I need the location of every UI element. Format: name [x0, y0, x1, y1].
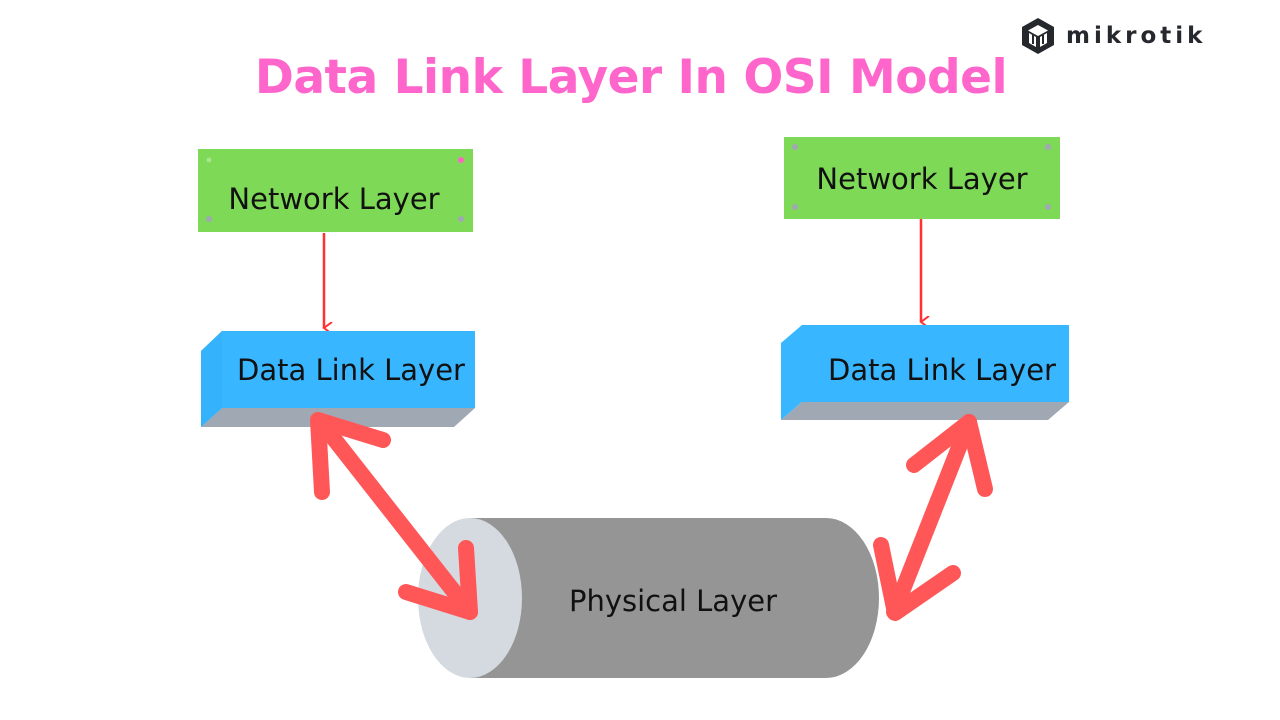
brand-logo: mikrotik: [1020, 16, 1206, 56]
physical-layer-cylinder: Physical Layer: [418, 518, 879, 678]
mikrotik-logo-icon: [1022, 18, 1054, 54]
left-data-link-layer-box: Data Link Layer: [201, 331, 475, 427]
physical-layer-label: Physical Layer: [569, 584, 777, 618]
right-data-link-layer-label: Data Link Layer: [828, 353, 1056, 387]
page-title: Data Link Layer In OSI Model: [254, 50, 1008, 105]
brand-name: mikrotik: [1066, 23, 1207, 49]
left-network-layer-box: Network Layer: [198, 149, 473, 232]
left-network-layer-label: Network Layer: [228, 182, 439, 216]
right-network-layer-box: Network Layer: [784, 137, 1060, 219]
right-datalink-physical-two-way-arrow: [873, 414, 993, 621]
right-data-link-layer-box: Data Link Layer: [781, 325, 1069, 420]
right-network-layer-label: Network Layer: [816, 162, 1027, 196]
left-data-link-layer-label: Data Link Layer: [237, 353, 465, 387]
left-datalink-physical-two-way-arrow: [310, 412, 478, 620]
